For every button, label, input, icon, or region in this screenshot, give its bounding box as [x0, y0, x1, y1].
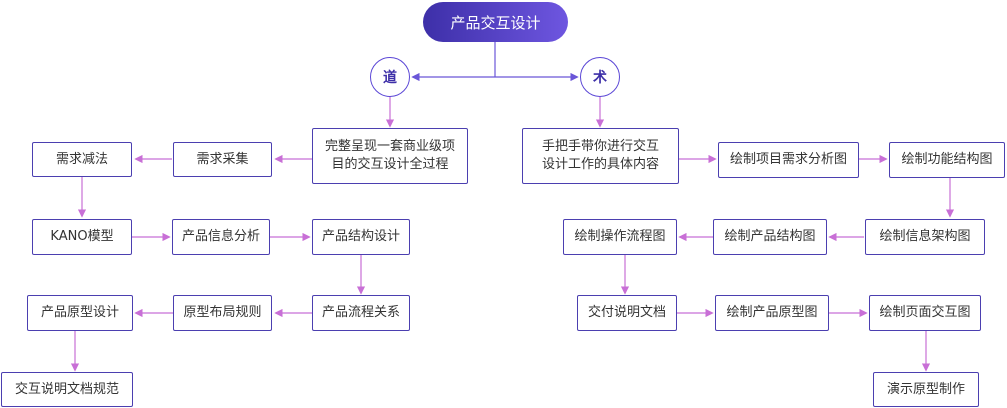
node-req-diagram: 绘制项目需求分析图 [718, 142, 859, 178]
node-demo-proto: 演示原型制作 [873, 372, 979, 407]
node-collect: 需求采集 [173, 142, 272, 177]
branch-dao: 道 [370, 57, 410, 97]
node-info-analysis: 产品信息分析 [172, 219, 270, 255]
node-info-arch: 绘制信息架构图 [865, 219, 985, 255]
branch-shu: 术 [580, 57, 620, 97]
node-deliver-doc: 交付说明文档 [577, 295, 677, 331]
root-node: 产品交互设计 [423, 2, 568, 42]
node-prototype-design: 产品原型设计 [27, 295, 133, 331]
node-op-flow: 绘制操作流程图 [563, 219, 677, 255]
node-layout-rules: 原型布局规则 [173, 295, 272, 331]
node-left-top: 完整呈现一套商业级项 目的交互设计全过程 [312, 128, 468, 184]
node-right-top: 手把手带你进行交互 设计工作的具体内容 [522, 128, 679, 184]
node-structure-design: 产品结构设计 [312, 219, 410, 255]
node-prod-proto: 绘制产品原型图 [715, 295, 829, 331]
node-page-inter: 绘制页面交互图 [869, 295, 981, 331]
node-kano: KANO模型 [32, 219, 132, 255]
node-reduce: 需求减法 [32, 142, 132, 177]
node-spec-doc: 交互说明文档规范 [1, 372, 133, 407]
node-func-diagram: 绘制功能结构图 [889, 142, 1005, 178]
node-prod-struct: 绘制产品结构图 [713, 219, 827, 255]
node-flow-relation: 产品流程关系 [312, 295, 410, 331]
